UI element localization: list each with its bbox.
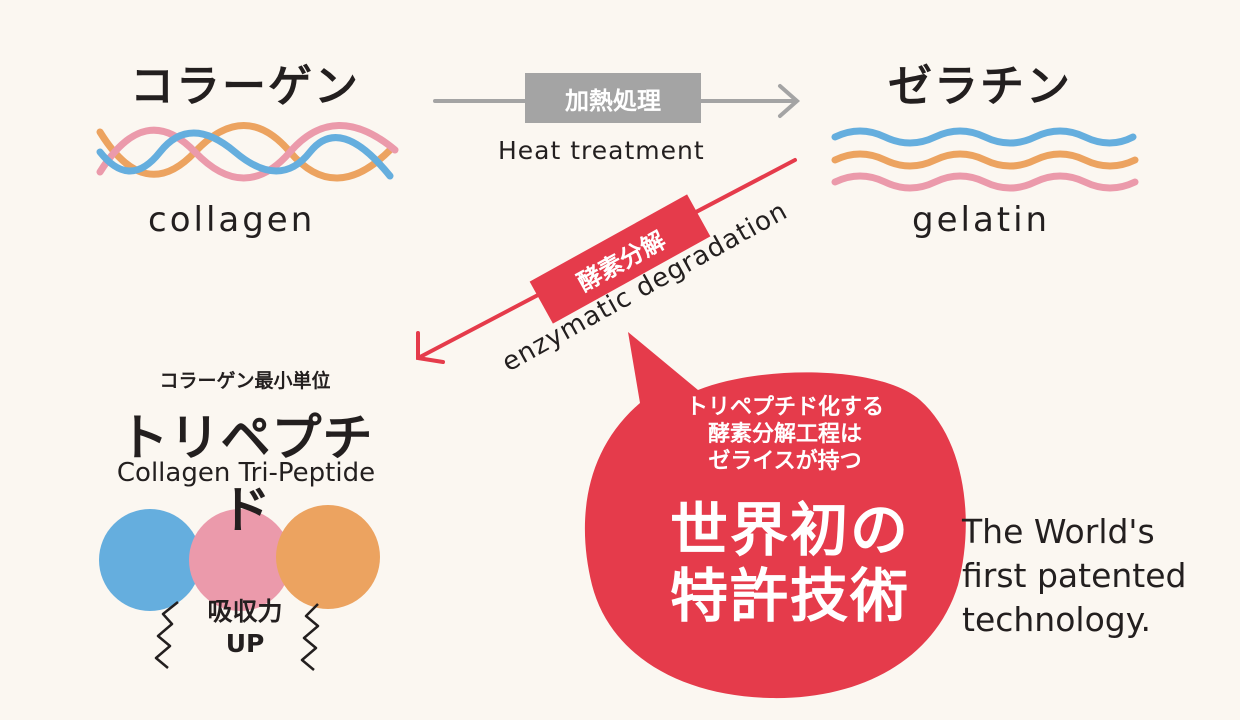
world-first-line-3: technology.: [962, 600, 1152, 639]
tripeptide-title: トリペプチド: [118, 409, 374, 539]
heat-treatment-jp: 加熱処理: [565, 86, 661, 115]
bubble-headline: 世界初の 特許技術: [640, 497, 940, 629]
tripeptide-circle-pink: [189, 509, 291, 611]
bubble-line-3: ゼライスが持つ: [708, 449, 862, 474]
tripeptide-circle-orange: [276, 505, 380, 609]
gelatin-label: gelatin: [912, 200, 1051, 240]
heat-treatment-en: Heat treatment: [498, 136, 705, 165]
bubble-line-2: 酵素分解工程は: [707, 422, 862, 447]
tripeptide-subtitle: コラーゲン最小単位: [159, 370, 331, 392]
collagen-title: コラーゲン: [130, 61, 360, 112]
world-first-line-2: first patented: [962, 556, 1187, 595]
absorption-line2: UP: [225, 629, 265, 658]
gelatin-title: ゼラチン: [888, 61, 1072, 112]
burst-lines-left: [154, 601, 179, 669]
collagen-label: collagen: [148, 200, 316, 240]
gelatin-strands: [831, 127, 1139, 192]
bubble-headline-2: 特許技術: [669, 562, 910, 630]
world-first-line-1: The World's: [962, 512, 1155, 551]
bubble-description: トリペプチド化する 酵素分解工程は ゼライスが持つ: [640, 394, 930, 475]
collagen-strand-pink: [96, 122, 399, 182]
bubble-headline-1: 世界初の: [669, 496, 910, 564]
gelatin-strand-blue: [831, 127, 1137, 147]
gelatin-strand-orange: [831, 150, 1139, 170]
collagen-helix: [96, 122, 399, 182]
world-first-text: The World's first patented technology.: [962, 510, 1232, 642]
tripeptide-title-en: Collagen Tri-Peptide: [116, 458, 376, 488]
collagen-strand-orange: [96, 122, 394, 182]
heat-treatment-badge: 加熱処理: [525, 73, 701, 123]
absorption-line1: 吸収力: [207, 597, 283, 626]
absorption-up-label: 吸収力 UP: [190, 596, 300, 660]
bubble-line-1: トリペプチド化する: [685, 395, 884, 420]
collagen-strand-blue: [96, 129, 394, 180]
burst-lines-right: [300, 603, 320, 671]
tripeptide-circle-blue: [99, 509, 201, 611]
gelatin-strand-pink: [831, 172, 1139, 192]
speech-bubble: [584, 332, 966, 699]
